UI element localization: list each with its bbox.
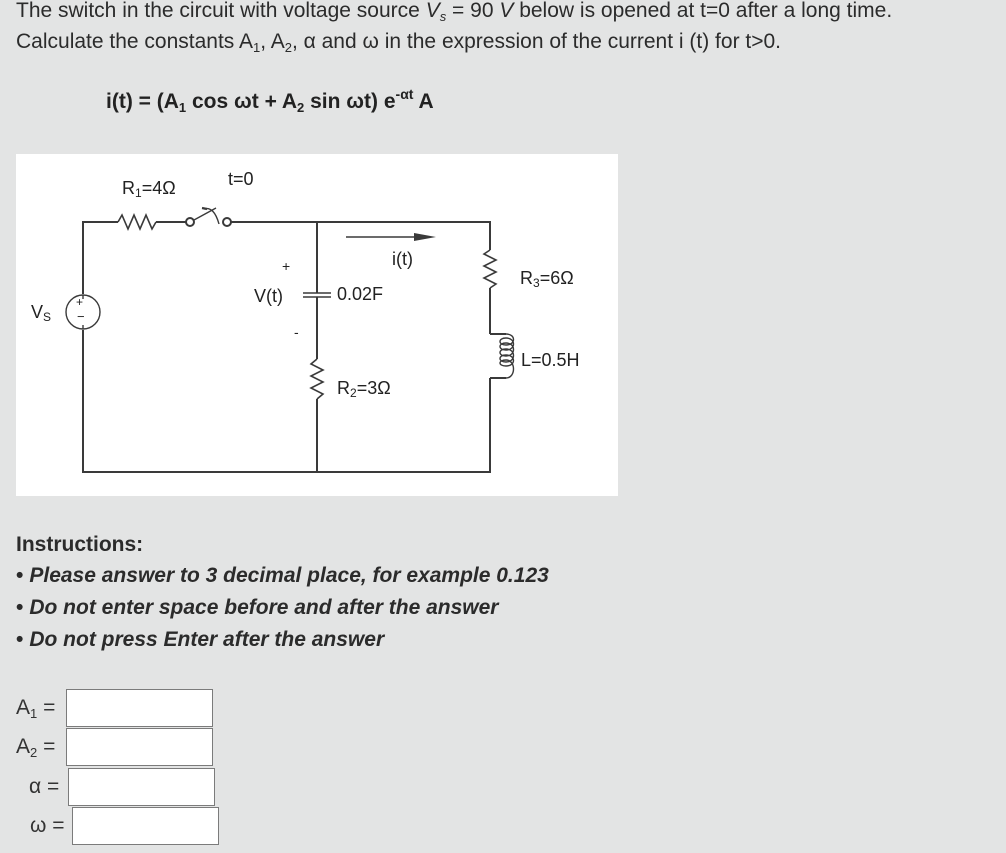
r1-label: R1=4Ω <box>122 178 176 200</box>
omega-input[interactable] <box>72 807 219 845</box>
formula-part: i(t) = (A <box>106 90 179 113</box>
vs-subscript: s <box>439 9 447 24</box>
instruction-item: •Please answer to 3 decimal place, for e… <box>16 560 549 592</box>
formula-exponent: -αt <box>395 86 414 102</box>
formula-subscript: 2 <box>297 100 305 115</box>
circuit-schematic <box>65 206 515 473</box>
question-text: Calculate the constants A <box>16 30 253 53</box>
question-text: below is opened at t=0 after a long time… <box>513 0 893 22</box>
formula-part: A <box>413 90 434 113</box>
arrowhead-icon <box>414 233 436 241</box>
a2-input[interactable] <box>66 728 213 766</box>
omega-label: ω = <box>30 814 65 837</box>
vs-label: VS <box>31 302 52 324</box>
bullet-icon: • <box>16 564 24 587</box>
resistor-r3-icon <box>482 249 498 289</box>
instructions-title: Instructions: <box>16 533 144 556</box>
switch-terminal <box>185 217 195 227</box>
a1-label: A1 = <box>16 696 56 721</box>
question-text: The switch in the circuit with voltage s… <box>16 0 426 22</box>
formula-part: sin ωt) e <box>304 90 396 113</box>
switch-blade-icon <box>193 207 217 221</box>
question-line-1: The switch in the circuit with voltage s… <box>16 0 892 26</box>
bullet-icon: • <box>16 596 24 619</box>
alpha-label: α = <box>29 775 60 798</box>
cap-plus-sign: + <box>282 258 291 274</box>
capacitor-label: 0.02F <box>337 284 384 304</box>
current-label: i(t) <box>392 249 413 269</box>
resistor-r1-icon <box>117 212 157 232</box>
vs-symbol: V <box>425 0 440 22</box>
inductor-label: L=0.5H <box>521 350 580 370</box>
source-minus-sign: − <box>77 309 85 324</box>
instruction-text: Do not press Enter after the answer <box>29 628 385 651</box>
vs-unit: V <box>499 0 514 22</box>
question-text: , α and ω in the expression of the curre… <box>291 30 782 53</box>
switch-label: t=0 <box>228 169 254 189</box>
question-text: , A <box>260 30 285 53</box>
r3-label: R3=6Ω <box>520 268 574 290</box>
a2-label: A2 = <box>16 735 56 760</box>
instruction-text: Please answer to 3 decimal place, for ex… <box>29 564 549 587</box>
bullet-icon: • <box>16 628 24 651</box>
alpha-input[interactable] <box>68 768 215 806</box>
instructions: Instructions: •Please answer to 3 decima… <box>16 530 549 656</box>
formula-subscript: 1 <box>178 100 187 115</box>
a1-input[interactable] <box>66 689 213 727</box>
subscript: 2 <box>284 40 292 55</box>
circuit-diagram: + − VS R1=4Ω t=0 + V(t) - 0.02F i(t) R2=… <box>16 154 618 496</box>
cap-voltage-label: V(t) <box>254 286 283 306</box>
switch-arc-icon <box>203 207 220 225</box>
formula-part: cos ωt + A <box>186 90 298 113</box>
inductor-icon <box>499 333 515 379</box>
subscript: 1 <box>252 40 261 55</box>
question-line-2: Calculate the constants A1, A2, α and ω … <box>16 27 781 57</box>
current-formula: i(t) = (A1 cos ωt + A2 sin ωt) e-αt A <box>106 87 434 115</box>
vs-equals: = 90 <box>446 0 500 22</box>
instruction-text: Do not enter space before and after the … <box>29 596 499 619</box>
source-plus-sign: + <box>76 295 84 309</box>
switch-terminal <box>222 217 232 227</box>
resistor-r2-icon <box>309 358 325 400</box>
r2-label: R2=3Ω <box>337 378 391 400</box>
instruction-item: •Do not enter space before and after the… <box>16 592 549 624</box>
cap-minus-sign: - <box>294 324 299 340</box>
instruction-item: •Do not press Enter after the answer <box>16 624 549 656</box>
